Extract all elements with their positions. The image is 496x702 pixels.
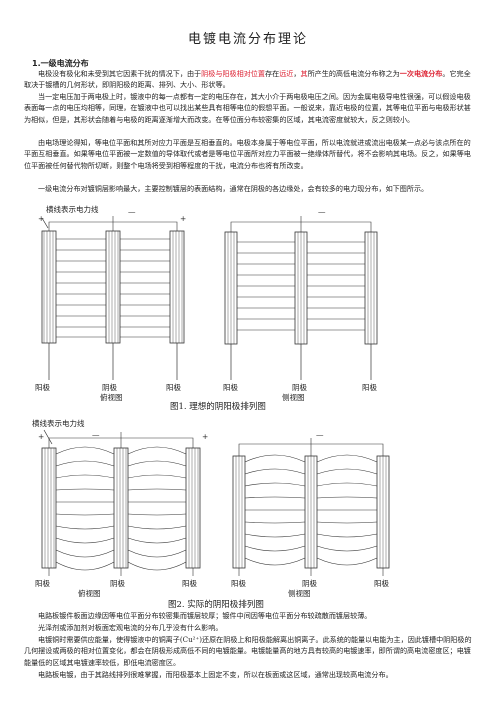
fig2-minus-side: — — [316, 430, 324, 439]
fig1-minus-top: — — [128, 207, 136, 216]
paragraph-8: 电路板电镀，由于其路线排列很难掌握，而阳极基本上固定不变，所以在板面或这区域，通… — [38, 670, 393, 679]
p1-red-primary-distribution: 一次电流分布 — [399, 69, 443, 78]
fig2-caption: 图2. 实际的阴阳极排列图 — [168, 600, 264, 610]
fig2-diagram — [41, 429, 390, 576]
paragraph-1: 电极没有极化和未受到其它因素干扰的情况下，由于阴极与阳极相对位置存在远近，其所产… — [24, 68, 476, 91]
fig2-side-anode-left: 阳极 — [231, 579, 246, 588]
page-title: 电镀电流分布理论 — [187, 32, 308, 47]
fig1-top-view-label: 俯视图 — [100, 393, 123, 402]
paragraph-4: 一级电流分布对镀铜层影响最大，主要控制镀层的表面结构，通常在阴极的各边缘处，会有… — [38, 184, 429, 193]
paragraph-6: 光泽剂或添加剂对板面宏观电流的分布几乎没有什么影响。 — [38, 623, 223, 632]
fig2-top-anode-right: 阳极 — [182, 579, 197, 588]
fig2-field-label: 横线表示电力线 — [32, 419, 85, 428]
fig2-top-cathode: 阴极 — [110, 579, 125, 588]
figure-1: 横线表示电力线 — [30, 204, 470, 402]
p1-text-e: ， — [293, 69, 301, 78]
fig2-plus-right: + — [202, 432, 209, 441]
p1-red-its: 其 — [300, 69, 308, 78]
fig2-top-anode-left: 阳极 — [35, 579, 50, 588]
paragraph-3: 由电场理论得知，等电位平面和其所对应力平面是互相垂直的。电极本身属于等电位平面，… — [24, 138, 471, 170]
fig1-top-anode-right: 阳极 — [166, 383, 181, 392]
fig1-minus-side: — — [318, 207, 326, 216]
fig1-side-anode-right: 阳极 — [362, 383, 377, 392]
paragraph-2: 当一定电压加于两电极上时，镀液中的每一点都有一定的电压存在，其大小介于两电极电压… — [24, 92, 471, 124]
paragraph-5: 电路板镀件板面边缘因等电位平面分布较密集而镀层较厚；镀件中间因等电位平面分布较疏… — [38, 611, 372, 620]
p1-red-distance: 远近 — [279, 69, 294, 78]
fig2-side-cathode: 阴极 — [302, 579, 317, 588]
fig1-plus-left: + — [38, 214, 45, 223]
fig1-side-view-label: 侧视图 — [282, 393, 305, 402]
p1-text-a: 电极没有极化和未受到其它因素干扰的情况下，由于 — [38, 69, 202, 78]
fig1-plus-right: + — [180, 214, 187, 223]
p1-red-relative-position: 阴极与阳极相对位置 — [201, 69, 265, 78]
fig2-plus-left: + — [38, 432, 45, 441]
section-heading: 1.一级电流分布 — [32, 59, 89, 68]
fig2-side-anode-right: 阳极 — [374, 579, 389, 588]
fig1-caption: 图1. 理想的阴阳极排列图 — [170, 402, 266, 412]
fig2-top-view-label: 俯视图 — [78, 589, 101, 598]
fig1-top-cathode: 阴极 — [102, 383, 117, 392]
fig1-side-cathode: 阴极 — [292, 383, 307, 392]
fig1-diagram — [41, 216, 378, 380]
fig2-minus-top: — — [92, 430, 100, 439]
fig2-side-view-label: 侧视图 — [288, 589, 311, 598]
paragraph-7: 电镀铜时需要供应能量，使得镀液中的铜离子(Cu²⁺)还原在阴极上和阳极能解离出铜… — [24, 635, 472, 667]
p1-text-g: 所产生的高低电流分布称之为 — [307, 69, 400, 78]
fig1-side-anode-left: 阳极 — [223, 383, 238, 392]
p1-text-c: 存在 — [265, 69, 280, 78]
p1-text-i: 。它完全取决于镀槽的几何形状，即阴阳极的距离、排列、大小、形状等。 — [24, 69, 471, 90]
fig1-field-label: 横线表示电力线 — [46, 205, 99, 214]
fig1-top-anode-left: 阳极 — [35, 383, 50, 392]
figure-2: 横线表示电力线 + + — — 阳极 阴极 阳极 — [30, 418, 470, 594]
